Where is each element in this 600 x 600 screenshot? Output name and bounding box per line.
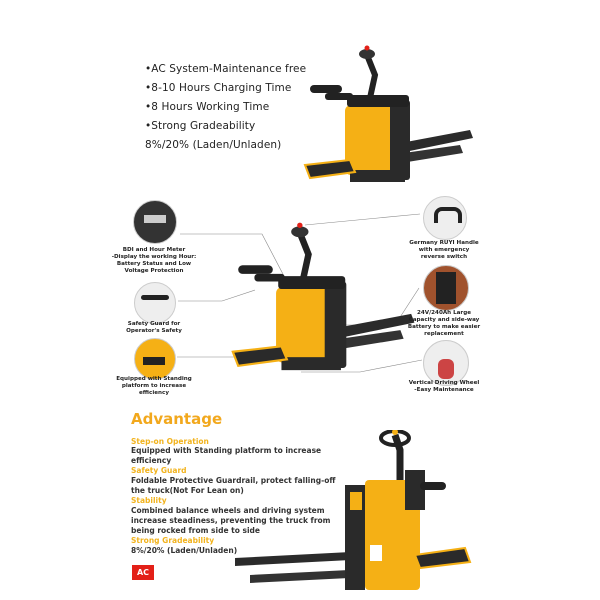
battery-image: [423, 265, 469, 311]
advantage-text: Foldable Protective Guardrail, protect f…: [131, 476, 336, 495]
callout-text: platform to increase: [121, 383, 187, 389]
feature-item: •8-10 Hours Charging Time: [145, 82, 292, 94]
callout-text: 24V/240Ah Large: [417, 310, 471, 316]
callout-text: with emergency: [418, 247, 470, 253]
callout-text: Vertical Driving Wheel: [408, 380, 480, 386]
callout-text: Operator's Safety: [126, 328, 182, 334]
truck-image-bottom: [235, 430, 472, 590]
advantage-title: Advantage: [131, 410, 223, 428]
callout-text: Capacity and side-way: [408, 317, 480, 323]
advantage-heading: Stability: [131, 496, 167, 505]
callout-text: BDI and Hour Meter: [122, 247, 186, 253]
callout-text: -Display the working Hour:: [111, 254, 197, 260]
feature-item: •8 Hours Working Time: [145, 101, 270, 113]
advantage-text: Equipped with Standing platform to incre…: [131, 446, 322, 465]
bdi-meter-image: [133, 200, 177, 244]
callout-text: Safety Guard for: [127, 321, 181, 327]
callout-text: Equipped with Standing: [116, 376, 192, 382]
truck-image-middle: [222, 210, 422, 380]
callout-text: Germany RUYI Handle: [409, 240, 479, 246]
handle-image: [423, 196, 467, 240]
advantage-text: 8%/20% (Laden/Unladen): [131, 546, 238, 555]
callout-text: efficiency: [138, 390, 169, 396]
callout-bdi: BDI and Hour Meter-Display the working H…: [109, 247, 199, 275]
feature-item: •Strong Gradeability: [145, 120, 256, 132]
ac-badge: AC: [132, 565, 154, 580]
advantage-heading: Step-on Operation: [131, 437, 209, 446]
standing-platform-image: [134, 338, 176, 380]
safety-guard-image: [134, 282, 176, 324]
advantage-text: Combined balance wheels and driving syst…: [131, 506, 331, 535]
advantage-heading: Strong Gradeability: [131, 536, 215, 545]
driving-wheel-image: [423, 340, 469, 386]
callout-text: replacement: [424, 331, 464, 337]
callout-wheel: Vertical Driving Wheel-Easy Maintenance: [399, 380, 489, 394]
callout-text: Battery to make easier: [407, 324, 481, 330]
callout-text: Battery Status and Low: [116, 261, 192, 267]
callout-text: Voltage Protection: [124, 268, 184, 274]
callout-text: reverse switch: [420, 254, 468, 260]
feature-item: 8%/20% (Laden/Unladen): [145, 139, 282, 151]
callout-text: -Easy Maintenance: [414, 387, 474, 393]
feature-item: •AC System-Maintenance free: [145, 63, 307, 75]
advantage-heading: Safety Guard: [131, 466, 187, 475]
